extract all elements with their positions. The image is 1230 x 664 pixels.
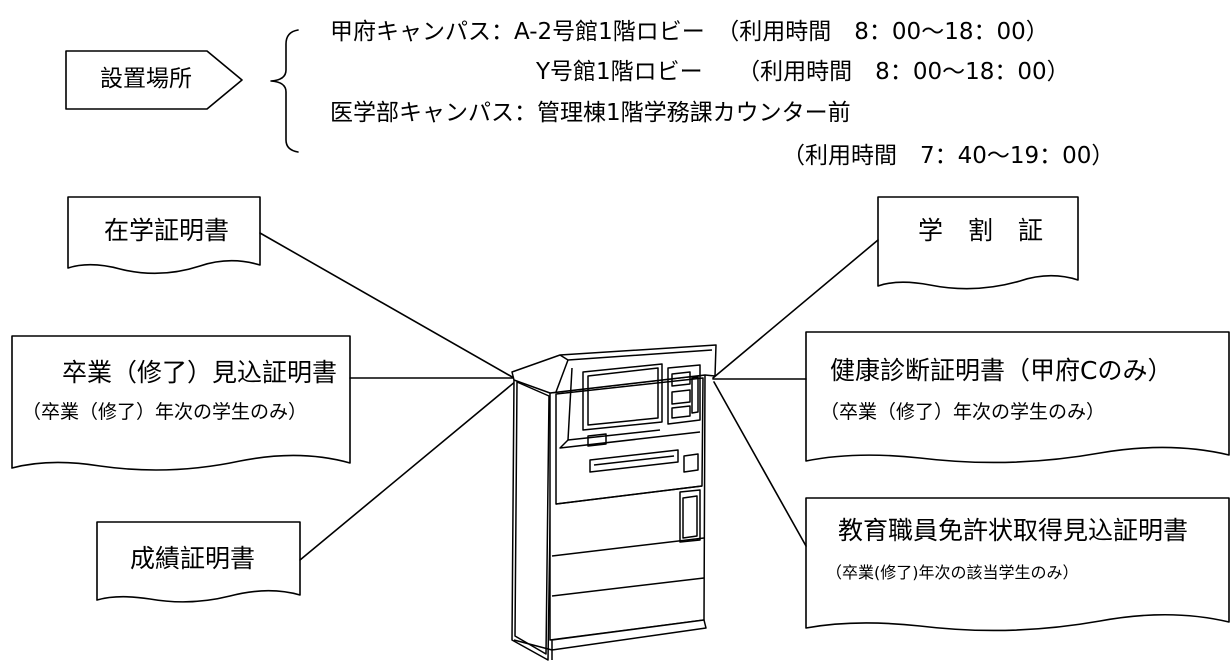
doc-teacher-license-title: 教育職員免許状取得見込証明書 bbox=[838, 516, 1189, 545]
doc-box-enrollment bbox=[67, 196, 261, 275]
doc-box-transcript bbox=[96, 521, 301, 603]
doc-expected-graduation-title: 卒業（修了）見込証明書 bbox=[62, 358, 338, 387]
certificate-kiosk-icon bbox=[511, 344, 717, 661]
doc-teacher-license-note: （卒業(修了)年次の該当学生のみ） bbox=[826, 563, 1079, 582]
location-brace bbox=[270, 29, 299, 153]
connector-teacher-license bbox=[713, 381, 807, 547]
doc-health-check-note: （卒業（修了）年次の学生のみ） bbox=[820, 401, 1106, 423]
location-line-medical: 医学部キャンパス：管理棟1階学務課カウンター前 bbox=[330, 100, 851, 126]
location-line-kofu-a2: 甲府キャンパス：A-2号館1階ロビー （利用時間 8：00～18：00） bbox=[330, 19, 1049, 45]
connector-student-discount bbox=[712, 239, 879, 379]
location-label: 設置場所 bbox=[100, 66, 192, 92]
doc-box-student-discount bbox=[877, 196, 1079, 290]
location-line-medical-hours: （利用時間 7：40～19：00） bbox=[782, 143, 1115, 169]
location-line-kofu-y: Y号館1階ロビー （利用時間 8：00～18：00） bbox=[536, 59, 1070, 85]
doc-health-check-title: 健康診断証明書（甲府Cのみ） bbox=[830, 356, 1173, 385]
doc-box-teacher-license bbox=[805, 497, 1230, 632]
doc-box-health-check bbox=[805, 331, 1230, 464]
doc-box-expected-graduation bbox=[11, 335, 351, 471]
connector-transcript bbox=[299, 380, 517, 561]
doc-enrollment-title: 在学証明書 bbox=[104, 216, 230, 245]
doc-expected-graduation-note: （卒業（修了）年次の学生のみ） bbox=[22, 401, 308, 423]
doc-transcript-title: 成績証明書 bbox=[130, 544, 256, 573]
location-arrow-box bbox=[65, 50, 243, 110]
doc-student-discount-title: 学 割 証 bbox=[918, 216, 1044, 245]
connector-enrollment bbox=[259, 232, 515, 379]
